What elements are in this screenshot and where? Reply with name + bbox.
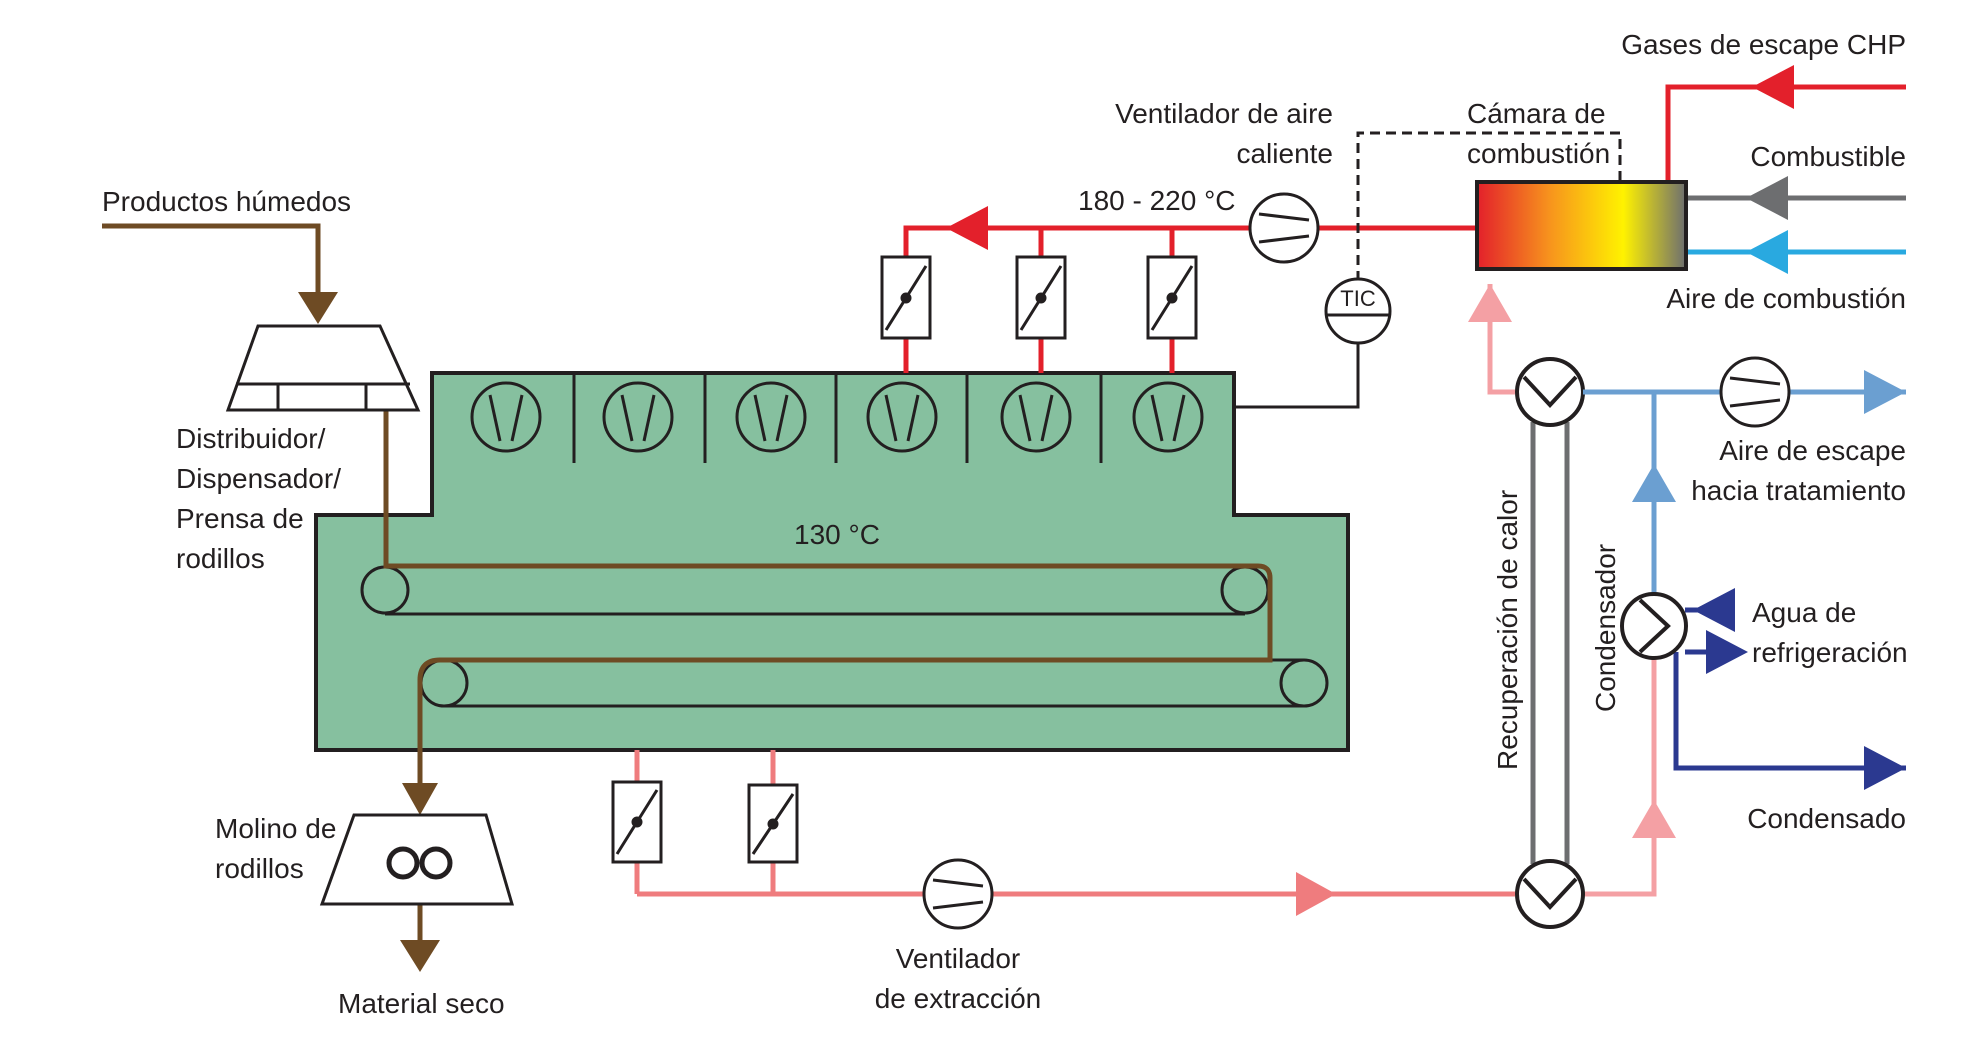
arrow-left-icon: [1746, 176, 1788, 220]
roller-icon: [1220, 565, 1270, 615]
arrow-down-icon: [298, 292, 338, 324]
label-gases-chp: Gases de escape CHP: [1621, 29, 1906, 60]
label-productos: Productos húmedos: [102, 186, 351, 217]
distributor: [225, 324, 421, 412]
label-camara-1: Cámara de: [1467, 98, 1606, 129]
label-combustible: Combustible: [1750, 141, 1906, 172]
label-material: Material seco: [338, 988, 505, 1019]
combustion-chamber: [1475, 180, 1688, 271]
circulation-fan-icon: [602, 381, 674, 453]
tic-instrument: [1324, 277, 1392, 345]
exhaust-fan-icon: [1719, 356, 1791, 428]
damper-icon: [1146, 255, 1198, 340]
label-temp-hot: 180 - 220 °C: [1078, 185, 1236, 216]
arrow-right-icon: [1864, 370, 1906, 414]
damper-icon: [880, 255, 932, 340]
hot-air-fan-icon: [1248, 192, 1320, 264]
label-molino-1: Molino de: [215, 813, 336, 844]
label-vent-ext-2: de extracción: [875, 983, 1042, 1014]
exhaust-air-line: [634, 750, 1515, 897]
label-condensador: Condensador: [1590, 544, 1621, 712]
label-temp-dryer: 130 °C: [794, 519, 880, 550]
arrow-right-icon: [1864, 746, 1906, 790]
label-aire-escape-1: Aire de escape: [1719, 435, 1906, 466]
arrow-right-icon: [1296, 872, 1336, 916]
circulation-fan-icon: [735, 381, 807, 453]
label-vent-ext-1: Ventilador: [896, 943, 1021, 974]
dryer-body: [314, 371, 1350, 752]
label-distrib-1: Distribuidor/: [176, 423, 326, 454]
label-distrib-2: Dispensador/: [176, 463, 341, 494]
label-tic: TIC: [1340, 286, 1376, 311]
label-distrib-3: Prensa de: [176, 503, 304, 534]
heat-exchanger-bottom-icon: [1515, 859, 1585, 929]
circulation-fans: [470, 381, 1204, 453]
arrow-left-icon: [1752, 65, 1794, 109]
arrow-up-icon: [1468, 284, 1512, 322]
arrow-up-icon: [1632, 800, 1676, 838]
product-arrows: [298, 292, 440, 972]
damper-icon: [747, 783, 799, 864]
dampers-bottom: [611, 780, 799, 864]
arrow-down-icon: [402, 783, 438, 815]
circulation-fan-icon: [470, 381, 542, 453]
extraction-fan-icon: [922, 858, 994, 930]
label-vent-aire-2: caliente: [1236, 138, 1333, 169]
mill-roller-icon: [386, 846, 420, 880]
circulation-fan-icon: [1132, 381, 1204, 453]
arrow-up-icon: [1632, 464, 1676, 502]
label-aire-escape-2: hacia tratamiento: [1691, 475, 1906, 506]
label-aire-combustion: Aire de combustión: [1666, 283, 1906, 314]
mill-roller-icon: [419, 846, 453, 880]
control-signal-line: [1356, 131, 1622, 281]
roller-mill: [319, 813, 515, 906]
label-distrib-4: rodillos: [176, 543, 265, 574]
fan-row: [572, 373, 1103, 463]
roller-icon: [419, 658, 469, 708]
belt-rollers: [360, 565, 1329, 708]
condenser-icon: [1620, 592, 1688, 660]
arrow-down-icon: [400, 940, 440, 972]
label-agua-1: Agua de: [1752, 597, 1856, 628]
arrow-left-icon: [1746, 230, 1788, 274]
damper-icon: [1015, 255, 1067, 340]
heat-exchanger-top-icon: [1515, 357, 1585, 427]
circulation-fan-icon: [866, 381, 938, 453]
arrow-left-icon: [1693, 588, 1735, 632]
tic-connection: [1234, 341, 1360, 409]
heat-recovery-duct: [1530, 422, 1570, 864]
roller-icon: [360, 565, 410, 615]
label-camara-2: combustión: [1467, 138, 1610, 169]
label-agua-2: refrigeración: [1752, 637, 1908, 668]
label-molino-2: rodillos: [215, 853, 304, 884]
label-vent-aire-1: Ventilador de aire: [1115, 98, 1333, 129]
arrow-left-icon: [946, 206, 988, 250]
roller-icon: [1279, 658, 1329, 708]
damper-icon: [611, 780, 663, 864]
label-recuperacion: Recuperación de calor: [1492, 490, 1523, 770]
circulation-fan-icon: [1000, 381, 1072, 453]
arrow-right-icon: [1706, 630, 1748, 674]
label-condensado: Condensado: [1747, 803, 1906, 834]
dampers-top: [880, 255, 1198, 340]
